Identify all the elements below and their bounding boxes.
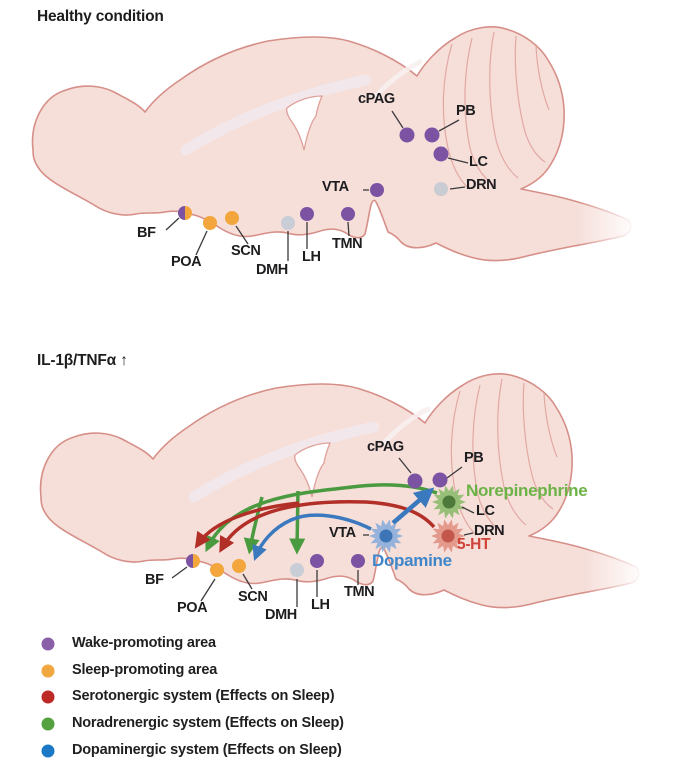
lh-label-inflamed: LH <box>311 597 330 613</box>
scn-dot-inflamed <box>232 559 246 573</box>
dopamine-label: Dopamine <box>372 551 452 570</box>
cpag-label-inflamed: cPAG <box>367 439 404 455</box>
dopaminergic-pathway-to-scn <box>252 513 372 562</box>
drn-dot-healthy <box>434 182 448 196</box>
legend-label-serotonergic: Serotonergic system (Effects on Sleep) <box>72 688 335 704</box>
tmn-label-healthy: TMN <box>332 236 363 252</box>
legend-label-dopaminergic: Dopaminergic system (Effects on Sleep) <box>72 742 342 758</box>
lh-dot-healthy <box>300 207 314 221</box>
serotonergic-pathway-to-poa <box>219 499 436 553</box>
inflamed-connector-lines <box>171 457 475 607</box>
bf-label-healthy: BF <box>137 225 156 241</box>
serotonin-label: 5-HT <box>457 536 491 553</box>
healthy-panel-title: Healthy condition <box>37 8 164 25</box>
lh-label-healthy: LH <box>302 249 321 265</box>
dmh-dot-inflamed <box>290 563 304 577</box>
legend-dot-dopaminergic <box>41 744 55 758</box>
poa-label-healthy: POA <box>171 254 202 270</box>
drn-label-healthy: DRN <box>466 177 497 193</box>
legend-dot-sleep <box>41 664 55 678</box>
scn-label-healthy: SCN <box>231 243 261 259</box>
vta-label-inflamed: VTA <box>329 525 356 541</box>
legend-label-sleep: Sleep-promoting area <box>72 662 218 678</box>
legend-label-noradrenergic: Noradrenergic system (Effects on Sleep) <box>72 715 344 731</box>
cpag-label-healthy: cPAG <box>358 91 395 107</box>
serotonergic-pathway-to-bf <box>194 501 300 549</box>
legend-dot-serotonergic <box>41 690 55 704</box>
pb-label-healthy: PB <box>456 103 476 119</box>
cpag-dot-inflamed <box>407 473 423 489</box>
inflamed-panel-title: IL-1β/TNFα ↑ <box>37 352 128 369</box>
legend-dots <box>41 637 55 758</box>
scn-dot-healthy <box>225 211 239 225</box>
poa-label-inflamed: POA <box>177 600 208 616</box>
drn-starburst-core <box>441 529 455 543</box>
inflamed-region-dots <box>186 472 448 577</box>
healthy-brain-outline <box>33 27 648 261</box>
vta-dot-healthy <box>370 183 384 197</box>
healthy-region-dots <box>178 127 449 230</box>
bf-dot-inflamed <box>186 554 200 568</box>
lc-dot-healthy <box>433 146 449 162</box>
pb-dot-healthy <box>424 127 440 143</box>
pb-label-inflamed: PB <box>464 450 484 466</box>
dmh-label-inflamed: DMH <box>265 607 297 623</box>
tmn-dot-inflamed <box>351 554 365 568</box>
lc-starburst-core <box>442 495 456 509</box>
tmn-dot-healthy <box>341 207 355 221</box>
legend-label-wake: Wake-promoting area <box>72 635 216 651</box>
poa-dot-healthy <box>203 216 217 230</box>
norepinephrine-label: Norepinephrine <box>466 481 588 500</box>
dmh-label-healthy: DMH <box>256 262 288 278</box>
dopaminergic-pathway-to-pb <box>391 487 435 525</box>
neurotransmitter-starbursts <box>369 485 466 553</box>
scn-label-inflamed: SCN <box>238 589 268 605</box>
legend-dot-wake <box>41 637 55 651</box>
tmn-label-inflamed: TMN <box>344 584 375 600</box>
vta-starburst-core <box>379 529 393 543</box>
drn-label-inflamed: DRN <box>474 523 505 539</box>
poa-dot-inflamed <box>210 563 224 577</box>
lc-label-healthy: LC <box>469 154 488 170</box>
vta-label-healthy: VTA <box>322 179 349 195</box>
legend-dot-noradrenergic <box>41 717 55 731</box>
dmh-dot-healthy <box>281 216 295 230</box>
lc-label-inflamed: LC <box>476 503 495 519</box>
bf-label-inflamed: BF <box>145 572 164 588</box>
lh-dot-inflamed <box>310 554 324 568</box>
noradrenergic-pathway-to-scn <box>243 496 264 555</box>
projection-pathways <box>194 483 438 562</box>
cpag-dot-healthy <box>399 127 415 143</box>
bf-dot-healthy <box>178 206 192 220</box>
pb-dot-inflamed <box>432 472 448 488</box>
noradrenergic-pathway-to-dmh <box>289 490 306 555</box>
healthy-connector-lines <box>165 110 469 261</box>
